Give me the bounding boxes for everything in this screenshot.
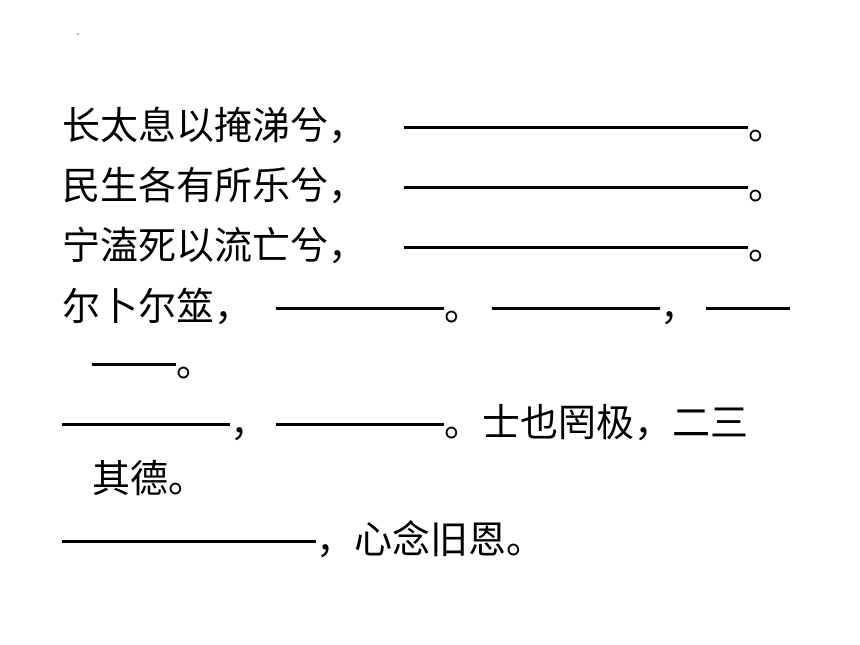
line-6-blank[interactable] xyxy=(62,540,316,543)
line-4-text: 尔卜尔筮， xyxy=(62,285,253,329)
line-3-text: 宁溘死以流亡兮， xyxy=(62,224,367,268)
passage-line-3: 宁溘死以流亡兮， 。 xyxy=(0,216,860,276)
line-4-blank-3-start[interactable] xyxy=(706,307,790,310)
line-1-text: 长太息以掩涕兮， xyxy=(62,104,367,148)
line-3-end-punct: 。 xyxy=(748,224,787,268)
line-5-mid-punct-1: ， xyxy=(230,401,269,445)
line-2-blank[interactable] xyxy=(404,186,748,189)
line-4-mid-punct-1: 。 xyxy=(444,285,483,329)
passage-line-2: 民生各有所乐兮， 。 xyxy=(0,156,860,216)
line-4-blank-2[interactable] xyxy=(492,307,660,310)
line-1-blank[interactable] xyxy=(404,126,748,129)
decorative-dot xyxy=(77,33,79,35)
line-5-blank-1[interactable] xyxy=(62,423,230,426)
passage-line-4: 尔卜尔筮， 。 ， xyxy=(0,277,860,337)
line-3-blank[interactable] xyxy=(404,246,748,249)
line-6-text: ，心念旧恩。 xyxy=(316,518,545,562)
passage-line-6: ，心念旧恩。 xyxy=(0,510,860,570)
passage-line-5: ， 。士也罔极，二三 xyxy=(0,393,860,453)
line-4-blank-3-end[interactable] xyxy=(92,363,176,366)
line-5-blank-2[interactable] xyxy=(276,423,444,426)
line-4-blank-1[interactable] xyxy=(276,307,444,310)
line-2-end-punct: 。 xyxy=(748,164,787,208)
line-1-end-punct: 。 xyxy=(748,104,787,148)
passage-line-1: 长太息以掩涕兮， 。 xyxy=(0,96,860,156)
line-5-text: 。士也罔极，二三 xyxy=(444,401,749,445)
line-4-end-punct: 。 xyxy=(176,341,215,385)
line-5-wrap-text: 其德。 xyxy=(92,457,207,501)
passage-line-5-wrap: 其德。 xyxy=(0,449,860,509)
line-4-mid-punct-2: ， xyxy=(660,285,699,329)
passage-line-4-wrap: 。 xyxy=(0,333,860,393)
line-2-text: 民生各有所乐兮， xyxy=(62,164,367,208)
